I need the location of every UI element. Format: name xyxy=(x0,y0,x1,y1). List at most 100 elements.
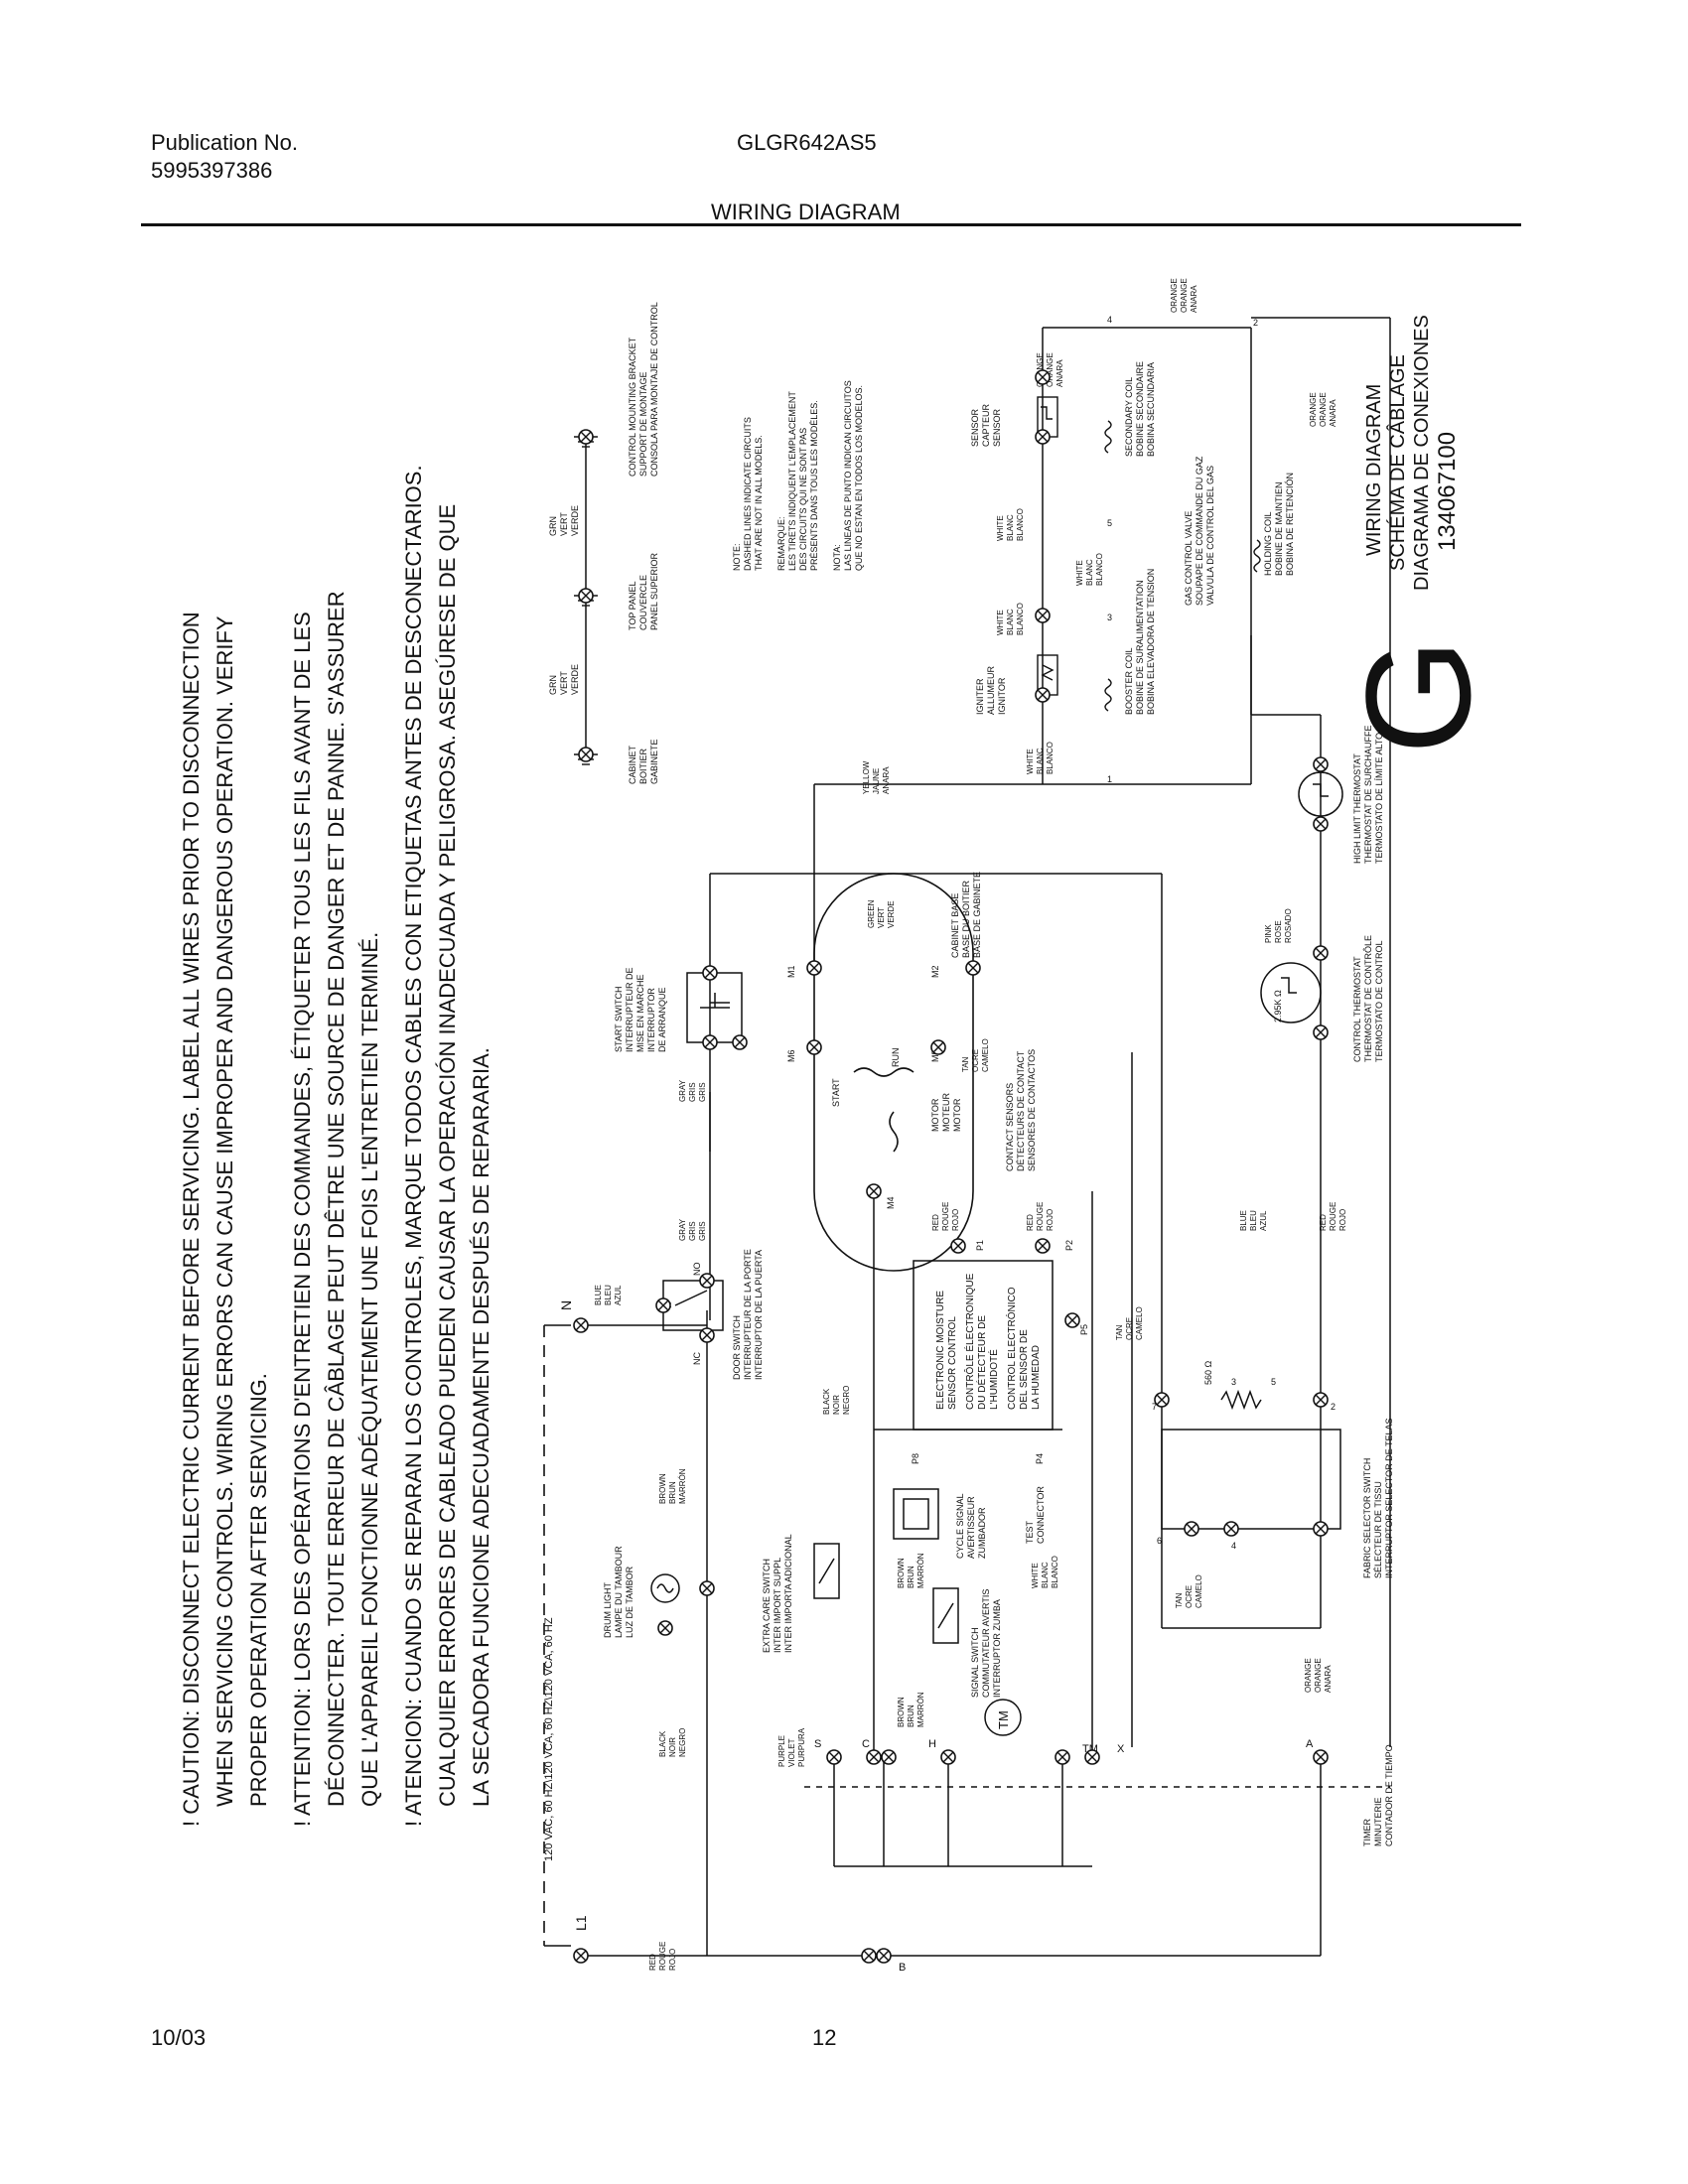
fabric-selector-label-3: INTERRUPTOR SELECTOR DE TELAS xyxy=(1384,1418,1394,1578)
fabric-terminal-5: 5 xyxy=(1271,1377,1276,1387)
caution-fr-3: QUE L'APPAREIL FONCTIONNE ADÉQUATEMENT U… xyxy=(357,932,382,1807)
booster-coil-label-1: BOOSTER COIL xyxy=(1124,647,1134,715)
start-switch-label-4: INTERRUPTOR xyxy=(646,988,656,1052)
caution-fr-2: DÉCONNECTER. TOUTE ERREUR DE CÂBLAGE PEU… xyxy=(324,591,349,1807)
publication-label: Publication No. xyxy=(151,130,298,155)
valve-terminal-2: 2 xyxy=(1253,318,1258,328)
motor-icon xyxy=(813,873,974,1272)
timer-terminal-c: C xyxy=(862,1738,870,1750)
wire-orange3-3: ANARA xyxy=(1190,285,1198,313)
wire-white4-1: WHITE xyxy=(1075,560,1084,586)
door-terminal-no: NO xyxy=(692,1263,702,1277)
signal-switch-label-2: COMMUTATEUR AVERTIS xyxy=(981,1589,991,1698)
esc-label-4: DU DÉTECTEUR DE xyxy=(975,1315,988,1410)
wire-tan-1: TAN xyxy=(961,1056,970,1072)
high-limit-label-3: TERMOSTATO DE LÍMITE ALTO xyxy=(1374,733,1384,864)
wire-pink-2: ROSE xyxy=(1274,920,1283,943)
signal-switch-label-3: INTERRUPTOR ZUMBA xyxy=(992,1599,1002,1698)
ground-label-bracket-3: CONSOLA PARA MONTAJE DE CONTROL xyxy=(649,302,659,477)
extra-care-label-1: EXTRA CARE SWITCH xyxy=(762,1559,772,1653)
wire-green-1: GREEN xyxy=(867,899,876,928)
timer-label-3: CONTADOR DE TIEMPO xyxy=(1384,1744,1394,1846)
cycle-signal-label-3: ZUMBADOR xyxy=(977,1507,987,1559)
ground-label-cabinet-1: CABINET xyxy=(628,745,637,784)
motor-winding-run: RUN xyxy=(891,1048,901,1068)
contact-sensors-label-1: CONTACT SENSORS xyxy=(1005,1083,1015,1171)
wire-tan3-2: OCRE xyxy=(1185,1585,1194,1608)
esc-terminal-p1: P1 xyxy=(975,1240,985,1251)
wire-orange4-2: ORANGE xyxy=(1046,352,1055,387)
wire-white3-3: BLANCO xyxy=(1016,603,1025,635)
wire-tan2-2: OCRE xyxy=(1125,1317,1134,1340)
motor-winding-start: START xyxy=(831,1078,841,1107)
grn-label-1-3: VERDE xyxy=(570,664,580,695)
ground-label-bracket-2: SUPPORT DE MONTAGE xyxy=(638,371,648,477)
timer-terminal-a: A xyxy=(1306,1738,1314,1750)
grn-label-1-2: VERT xyxy=(559,671,569,695)
wire-red2-2: ROUGE xyxy=(941,1202,950,1231)
wire-red2-1: RED xyxy=(931,1214,940,1231)
esc-label-2: SENSOR CONTROL xyxy=(947,1316,958,1410)
wire-white3-2: BLANC xyxy=(1006,609,1015,635)
booster-coil-label-3: BOBINA ELEVADORA DE TENSION xyxy=(1146,569,1156,715)
test-connector-label-2: CONNECTOR xyxy=(1036,1486,1046,1544)
wire-orange3-2: ORANGE xyxy=(1180,278,1189,313)
wire-white2-2: BLANC xyxy=(1036,748,1045,774)
drum-light-label-2: LAMPE DU TAMBOUR xyxy=(614,1546,624,1638)
secondary-coil-label-3: BOBINA SECUNDARIA xyxy=(1146,362,1156,457)
n-label: N xyxy=(558,1300,574,1310)
caution-es-1: ! ATENCION: CUANDO SE REPARAN LOS CONTRO… xyxy=(401,465,426,1827)
section-title: WIRING DIAGRAM xyxy=(711,200,901,224)
motor-terminal-m2: M2 xyxy=(930,965,940,978)
wire-red2-3: ROJO xyxy=(951,1209,960,1231)
door-switch-label-1: DOOR SWITCH xyxy=(732,1315,742,1380)
wire-gray2-3: GRIS xyxy=(698,1082,707,1102)
wire-white-2: BLANC xyxy=(1041,1562,1050,1588)
grn-label-2-2: VERT xyxy=(559,512,569,536)
wire-orange3-1: ORANGE xyxy=(1170,278,1179,313)
ground-label-cabinet-3: GABINETE xyxy=(649,739,659,784)
gas-valve-coils xyxy=(1104,420,1261,712)
wire-blue-3: AZUL xyxy=(614,1285,623,1305)
wire-white-1: WHITE xyxy=(1031,1563,1040,1588)
wire-orange-2: ORANGE xyxy=(1314,1658,1323,1693)
supply-label: 120 VAC, 60 HZ\120 VCA, 60 HZ\120 VCA, 6… xyxy=(543,1617,555,1861)
wire-red4-1: RED xyxy=(1319,1214,1328,1231)
wire-blue2-1: BLUE xyxy=(1239,1210,1248,1231)
wire-white5-2: BLANC xyxy=(1006,514,1015,541)
holding-coil-label-2: BOBINE DE MAINTIEN xyxy=(1274,481,1284,576)
esc-label-1: ELECTRONIC MOISTURE xyxy=(935,1291,946,1410)
fabric-terminal-7: 7 xyxy=(1152,1402,1157,1412)
wire-brown-1: BROWN xyxy=(658,1473,667,1504)
booster-coil-label-2: BOBINE DE SURALIMENTATION xyxy=(1135,580,1145,715)
motor-terminal-m4: M4 xyxy=(886,1196,896,1209)
timer-terminal-b: B xyxy=(899,1962,906,1974)
holding-coil-label-3: BOBINA DE RETENCIÓN xyxy=(1285,473,1295,576)
timer-label-2: MINUTERIE xyxy=(1373,1798,1383,1847)
caution-en-2: WHEN SERVICING CONTROLS. WIRING ERRORS C… xyxy=(212,615,237,1807)
wire-black-3: NEGRO xyxy=(678,1728,687,1757)
wire-blue2-2: BLEU xyxy=(1249,1210,1258,1231)
control-thermostat-label-1: CONTROL THERMOSTAT xyxy=(1352,956,1362,1062)
grn-label-2-3: VERDE xyxy=(570,505,580,536)
wire-orange2-3: ANARA xyxy=(1329,399,1337,427)
footer-date: 10/03 xyxy=(151,2025,207,2050)
high-limit-label-1: HIGH LIMIT THERMOSTAT xyxy=(1352,753,1362,864)
timer-terminal-s: S xyxy=(814,1738,821,1750)
note-es-2: LAS LINEAS DE PUNTO INDICAN CIRCUITOS xyxy=(843,380,853,571)
ground-label-toppanel-3: PANEL SUPERIOR xyxy=(649,552,659,630)
wire-red3-1: RED xyxy=(1026,1214,1035,1231)
note-fr-1: REMARQUE: xyxy=(776,516,786,571)
valve-terminal-3: 3 xyxy=(1107,613,1112,622)
wire-brown-2: BRUN xyxy=(668,1481,677,1504)
note-fr-3: DES CIRCUITS QUI NE SONT PAS xyxy=(798,428,808,571)
wire-brown2-3: MARRÓN xyxy=(916,1692,925,1727)
control-thermostat-label-3: TERMOSTATO DE CONTROL xyxy=(1374,940,1384,1062)
note-en-3: THAT ARE NOT IN ALL MODELS. xyxy=(754,435,764,571)
wire-green-3: VERDE xyxy=(887,900,896,928)
signal-switch-icon xyxy=(932,1587,959,1644)
motor-label-2: MOTEUR xyxy=(941,1093,951,1132)
wire-yellow-2: JAUNE xyxy=(872,768,881,794)
wire-red-1: RED xyxy=(648,1954,657,1971)
contact-sensors-label-3: SENSORES DE CONTACTOS xyxy=(1027,1049,1037,1171)
